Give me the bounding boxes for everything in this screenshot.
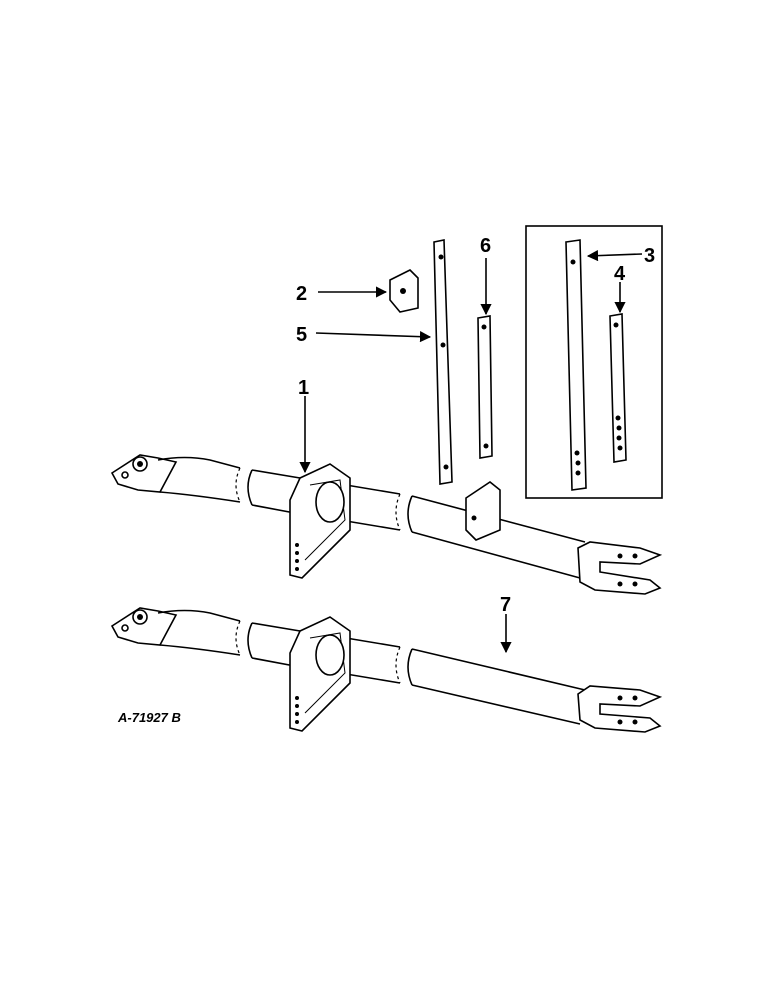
clip-part xyxy=(389,269,419,313)
callout-6-label: 6 xyxy=(480,235,491,257)
hitch-bar-assembly-upper xyxy=(110,454,663,595)
short-strap-part xyxy=(477,315,493,459)
callout-5-leader xyxy=(315,331,432,343)
drawing-id: A-71927 B xyxy=(117,710,181,725)
long-strap-part xyxy=(433,239,453,485)
callout-3-label: 3 xyxy=(644,245,655,267)
callout-4-label: 4 xyxy=(614,263,626,285)
parts-box xyxy=(525,225,663,499)
callout-1-label: 1 xyxy=(298,377,309,399)
callout-2-label: 2 xyxy=(296,283,307,305)
callout-3-leader xyxy=(586,250,643,262)
hitch-bar-assembly-lower xyxy=(110,607,663,733)
callout-5-label: 5 xyxy=(296,324,307,346)
callout-7-label: 7 xyxy=(500,594,511,616)
